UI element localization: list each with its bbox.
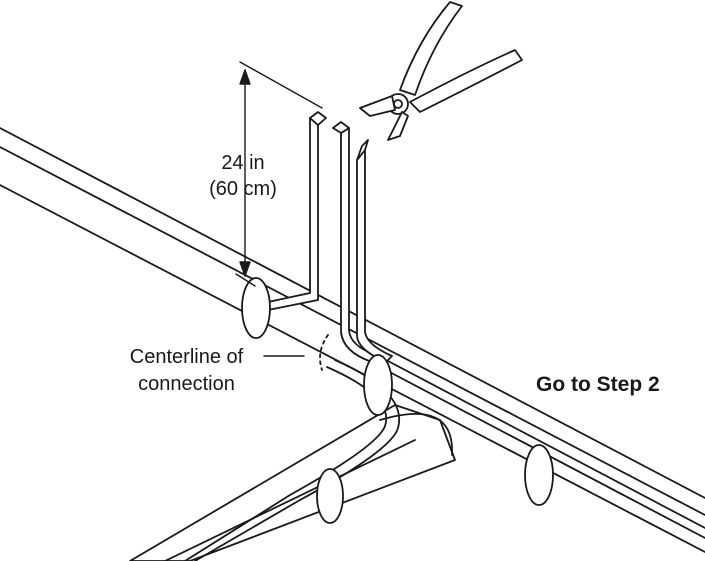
- step-label: Go to Step 2: [536, 373, 660, 396]
- dimension-label-metric: (60 cm): [209, 178, 277, 200]
- cutter-icon: [359, 1, 523, 141]
- branch-pipe: [129, 404, 456, 561]
- centerline-label-line1: Centerline of: [129, 346, 244, 368]
- centerline-label: Centerline of connection: [104, 344, 269, 398]
- dimension-label-imperial: 24 in: [221, 152, 265, 174]
- dimension-line: [235, 61, 323, 287]
- centerline-marker: [263, 334, 329, 371]
- dimension-label: 24 in (60 cm): [196, 150, 290, 202]
- centerline-label-line2: connection: [138, 373, 235, 395]
- tape-band: [241, 277, 554, 524]
